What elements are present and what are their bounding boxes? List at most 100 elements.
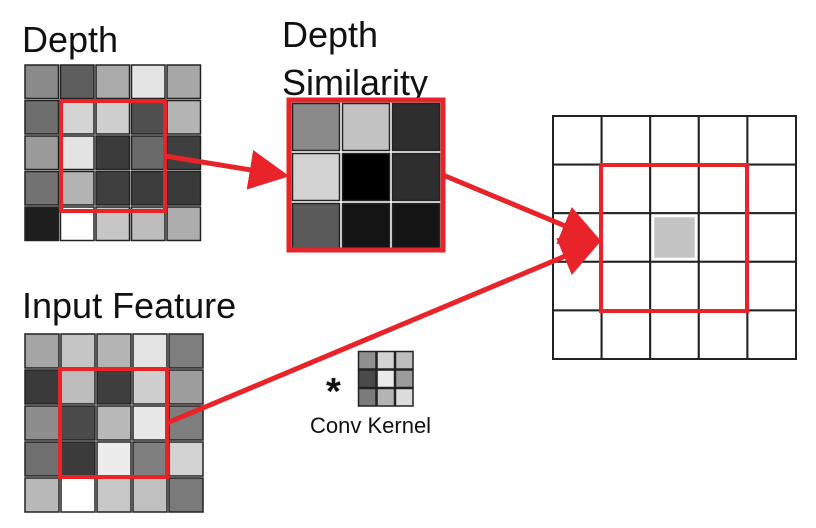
depth-similarity-label-line2: Similarity xyxy=(282,62,428,103)
output-cell xyxy=(746,309,798,360)
input-feature-cell xyxy=(96,405,132,441)
input-feature-cell xyxy=(168,441,204,477)
depth-cell xyxy=(59,135,95,171)
input-feature-cell xyxy=(24,333,60,369)
input-feature-cell xyxy=(132,477,168,513)
depth-grid xyxy=(24,64,202,242)
input-feature-cell xyxy=(132,405,168,441)
input-feature-cell xyxy=(96,441,132,477)
output-cell xyxy=(697,115,749,166)
conv-kernel-cell xyxy=(376,369,396,389)
depth-cell xyxy=(24,170,60,206)
input-feature-cell xyxy=(24,369,60,405)
depth-cell xyxy=(24,99,60,135)
output-cell xyxy=(697,309,749,360)
input-feature-cell xyxy=(60,405,96,441)
input-feature-grid xyxy=(24,333,204,513)
input-feature-cell xyxy=(24,477,60,513)
conv-kernel-label: Conv Kernel xyxy=(310,413,431,438)
output-cell xyxy=(600,260,652,312)
arrow-similarity-to-output xyxy=(442,172,601,244)
output-cell xyxy=(746,115,798,166)
output-cell xyxy=(600,212,652,263)
output-cell xyxy=(649,163,700,215)
output-center-fill xyxy=(654,217,695,258)
depth-cell xyxy=(59,170,95,206)
depth-cell xyxy=(130,170,166,206)
depth-cell xyxy=(95,170,131,206)
conv-kernel-cell xyxy=(376,387,396,407)
depth-similarity-cell xyxy=(341,152,391,202)
input-feature-cell xyxy=(96,333,132,369)
depth-similarity-grid xyxy=(291,102,441,252)
output-cell xyxy=(649,309,700,360)
conv-kernel-cell xyxy=(376,350,396,370)
output-cell xyxy=(552,212,603,263)
depth-cell xyxy=(95,135,131,171)
conv-kernel-cell xyxy=(394,350,414,370)
depth-similarity-cell xyxy=(391,102,441,152)
output-cell xyxy=(746,260,798,312)
output-cell xyxy=(600,115,652,166)
depth-similarity-cell xyxy=(341,102,391,152)
output-cell xyxy=(552,260,603,312)
depth-cell xyxy=(166,170,202,206)
conv-kernel-cell xyxy=(394,387,414,407)
input-feature-cell xyxy=(60,333,96,369)
input-feature-cell xyxy=(132,333,168,369)
output-cell xyxy=(697,260,749,312)
convolution-operator: * xyxy=(326,371,341,413)
output-cell xyxy=(746,212,798,263)
depth-similarity-cell xyxy=(391,152,441,202)
depth-cell xyxy=(24,206,60,242)
output-cell xyxy=(600,309,652,360)
depth-cell xyxy=(95,99,131,135)
output-cell xyxy=(552,309,603,360)
depth-similarity-cell xyxy=(291,152,341,202)
conv-kernel-cell xyxy=(357,369,377,389)
depth-cell xyxy=(130,99,166,135)
depth-cell xyxy=(59,99,95,135)
input-feature-cell xyxy=(24,405,60,441)
depth-cell xyxy=(95,64,131,100)
output-cell xyxy=(552,115,603,166)
depth-similarity-cell xyxy=(291,102,341,152)
depth-cell xyxy=(59,64,95,100)
input-feature-cell xyxy=(132,441,168,477)
input-feature-cell xyxy=(60,369,96,405)
depth-similarity-label-line1: Depth xyxy=(282,14,378,55)
depth-cell xyxy=(166,206,202,242)
input-feature-cell xyxy=(24,441,60,477)
depth-cell xyxy=(166,99,202,135)
depth-cell xyxy=(166,135,202,171)
input-feature-cell xyxy=(60,477,96,513)
output-cell xyxy=(600,163,652,215)
output-cell xyxy=(697,212,749,263)
conv-kernel-cell xyxy=(394,369,414,389)
conv-kernel-cell xyxy=(357,350,377,370)
depth-label: Depth xyxy=(22,19,118,60)
output-cell xyxy=(649,115,700,166)
conv-kernel-cell xyxy=(357,387,377,407)
output-cell xyxy=(649,260,700,312)
input-feature-cell xyxy=(168,477,204,513)
input-feature-cell xyxy=(60,441,96,477)
input-feature-cell xyxy=(168,333,204,369)
input-feature-label: Input Feature xyxy=(22,285,236,326)
depth-cell xyxy=(24,135,60,171)
depth-cell xyxy=(24,64,60,100)
arrow-input-to-output xyxy=(166,238,601,426)
depth-cell xyxy=(130,64,166,100)
output-cell xyxy=(746,163,798,215)
depth-similarity-cell xyxy=(291,202,341,252)
input-feature-cell xyxy=(168,369,204,405)
input-feature-cell xyxy=(96,369,132,405)
input-feature-cell xyxy=(96,477,132,513)
depth-cell xyxy=(166,64,202,100)
depth-cell xyxy=(130,135,166,171)
output-cell xyxy=(552,163,603,215)
output-cell xyxy=(697,163,749,215)
input-feature-cell xyxy=(132,369,168,405)
depth-similarity-cell xyxy=(391,202,441,252)
